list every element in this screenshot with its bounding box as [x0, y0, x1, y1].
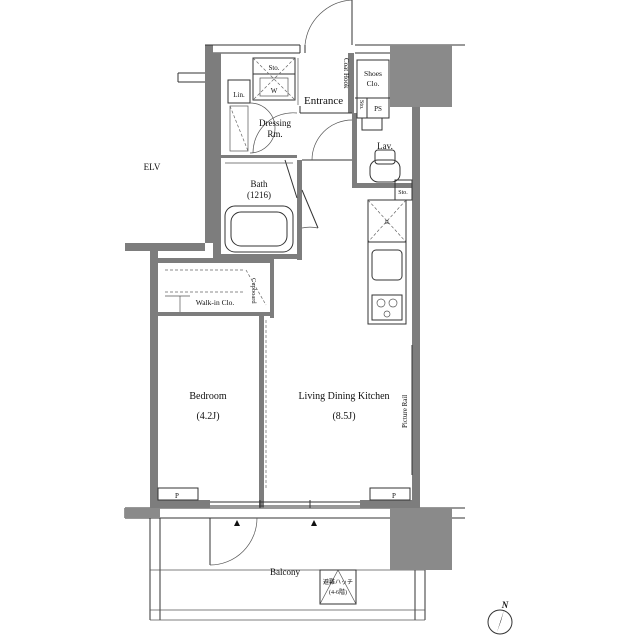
entrance-step: [299, 106, 352, 114]
bath-door: [284, 159, 319, 229]
label-elv: ELV: [144, 162, 161, 172]
marker-triangle-left: [234, 520, 240, 526]
evacuation-hatch: [319, 569, 357, 605]
label-picture-rail: Picture Rail: [401, 395, 409, 428]
unit-walls: [150, 53, 420, 508]
label-hatch-2: (4-6階): [329, 588, 347, 596]
label-sto-small: Sto.: [358, 100, 364, 110]
label-shoes-1: Shoes: [364, 69, 382, 78]
label-shoes-2: Clo.: [367, 79, 380, 88]
label-pipe-left: P: [175, 492, 179, 500]
bathtub: [224, 205, 294, 253]
lav-door: [302, 119, 353, 161]
south-window: [210, 500, 360, 508]
cupboard-door: [245, 269, 267, 306]
label-ldk-2: (8.5J): [332, 411, 355, 422]
label-bedroom-2: (4.2J): [196, 411, 219, 422]
label-ps: PS: [374, 105, 382, 113]
label-cupboard: Cupboard: [250, 278, 257, 304]
shoes-closet: [355, 59, 390, 119]
label-coat-hook: Coat Hook: [342, 58, 350, 89]
label-balcony: Balcony: [270, 567, 300, 577]
label-sto-top: Sto.: [268, 64, 279, 72]
column-bottom-left: [125, 508, 160, 518]
balcony-door: [209, 517, 258, 566]
entrance-door: [299, 0, 353, 53]
label-entrance: Entrance: [304, 95, 343, 107]
dressing-door: [252, 112, 298, 154]
kitchen-counter: [367, 241, 407, 325]
label-linen: Lin.: [233, 91, 245, 99]
label-refrigerator: R: [385, 220, 389, 226]
marker-triangle-right: [311, 520, 317, 526]
label-sto-lav: Sto.: [398, 190, 408, 196]
label-north: N: [501, 600, 509, 610]
north-arrow: [487, 609, 513, 635]
pipe-left-box: [157, 487, 199, 501]
label-pipe-right: P: [392, 492, 396, 500]
column-top-right: [390, 45, 452, 107]
column-bottom-right: [390, 508, 452, 570]
label-bedroom-1: Bedroom: [189, 391, 226, 402]
label-walk-in: Walk-in Clo.: [196, 298, 235, 307]
label-washer: W: [271, 87, 278, 95]
label-bath-2: (1216): [247, 190, 271, 200]
label-dressing-2: Rm.: [267, 129, 282, 139]
linen-closet: [227, 79, 276, 154]
pipe-right-box: [369, 487, 411, 501]
label-dressing-1: Dressing: [259, 118, 291, 128]
label-ldk-1: Living Dining Kitchen: [298, 391, 389, 402]
label-lav: Lav.: [377, 141, 393, 151]
walk-in-rail: [165, 269, 245, 312]
label-hatch-1: 避難ハッチ: [323, 578, 353, 586]
label-bath-1: Bath: [251, 179, 268, 189]
storage-top: [252, 57, 299, 105]
